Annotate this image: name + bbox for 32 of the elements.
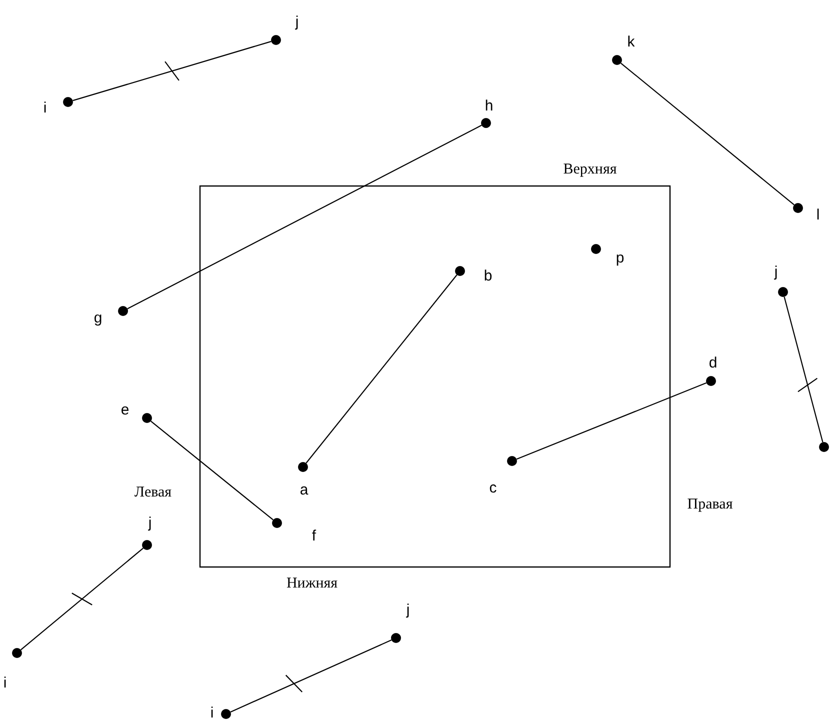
point-label: e [120,402,130,418]
point-label: j [774,264,778,280]
window-side-label: Левая [134,486,172,500]
window-side-label: Правая [687,498,733,512]
point-label: j [295,14,299,30]
point-label: g [94,310,102,326]
point-label: p [616,250,624,266]
line-segment [150,420,274,520]
point-label: i [43,100,47,116]
line-segment [516,382,707,460]
point-dot [819,442,829,452]
point-label: a [300,482,308,498]
point-label: i [210,706,214,720]
point-label: l [816,208,820,222]
line-segment [127,124,482,310]
line-segment [784,296,824,442]
line-segment [306,274,458,464]
line-segment [72,40,272,102]
point-label: d [708,356,718,370]
window-side-label: Верхняя [563,162,617,178]
line-segment [620,62,794,206]
line-segment [230,640,392,712]
point-label: j [406,602,410,618]
point-label: h [484,98,494,114]
line-segment [20,548,144,650]
point-label: c [489,480,497,496]
point-label: j [148,516,152,530]
point-label: f [312,528,316,544]
point-label: i [3,676,7,690]
point-label: k [627,34,635,50]
point-label: b [484,268,492,284]
window-side-label: Нижняя [286,576,338,592]
